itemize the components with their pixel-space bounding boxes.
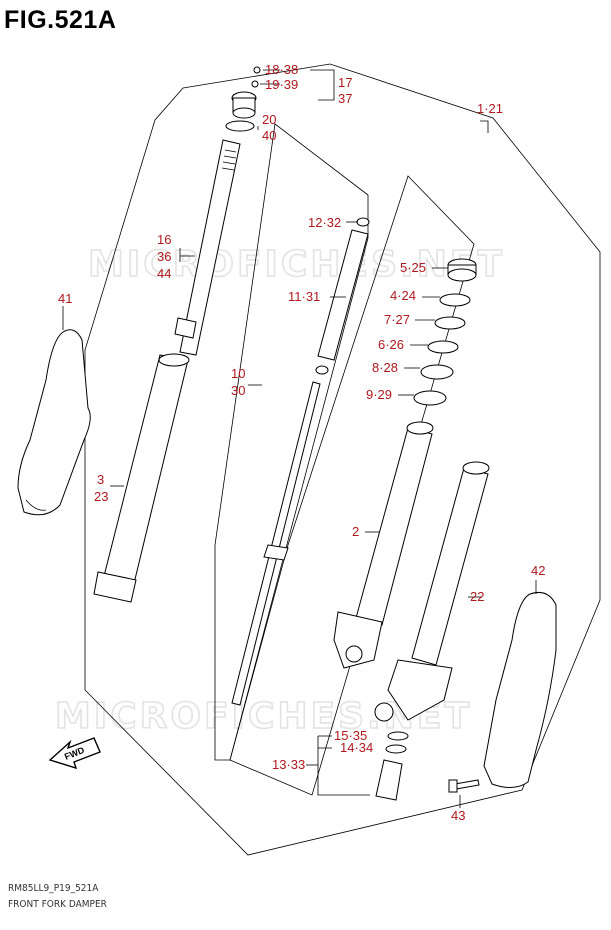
callout-18-38: 18·38 bbox=[265, 62, 298, 77]
outline-fork-assembly bbox=[84, 63, 601, 856]
part-41-fork-guard-left bbox=[17, 329, 91, 516]
fwd-arrow-icon: FWD bbox=[48, 737, 101, 770]
callout-16: 16 bbox=[157, 232, 171, 247]
watermark-top: MICROFICHES.NET bbox=[88, 244, 505, 285]
outline-damper-inner bbox=[214, 123, 369, 761]
callout-11-31: 11·31 bbox=[288, 289, 320, 304]
callout-41: 41 bbox=[58, 291, 72, 306]
callout-17: 17 bbox=[338, 75, 352, 90]
callout-3: 3 bbox=[97, 472, 104, 487]
callout-7-27: 7·27 bbox=[384, 312, 410, 327]
callout-20: 20 bbox=[262, 112, 276, 127]
callout-43: 43 bbox=[451, 808, 465, 823]
callout-9-29: 9·29 bbox=[366, 387, 392, 402]
callout-42: 42 bbox=[531, 563, 545, 578]
part-43-bolt bbox=[448, 779, 480, 793]
callout-36: 36 bbox=[157, 249, 171, 264]
callout-44: 44 bbox=[157, 266, 171, 281]
callout-40: 40 bbox=[262, 128, 276, 143]
part-10-damper-rod-lower bbox=[231, 365, 329, 706]
callout-37: 37 bbox=[338, 91, 352, 106]
part-13-base-valve bbox=[375, 731, 409, 801]
callout-6-26: 6·26 bbox=[378, 337, 404, 352]
callout-14-34: 14·34 bbox=[340, 740, 373, 755]
callout-19-39: 19·39 bbox=[265, 77, 298, 92]
callout-1-21: 1·21 bbox=[477, 101, 503, 116]
callout-23: 23 bbox=[94, 489, 108, 504]
part-3-outer-tube bbox=[93, 353, 190, 603]
part-19-washer bbox=[251, 80, 259, 88]
callout-10: 10 bbox=[231, 366, 245, 381]
footer-caption: FRONT FORK DAMPER bbox=[8, 899, 107, 910]
callout-15-35: 15·35 bbox=[334, 728, 367, 743]
callout-22: 22 bbox=[470, 589, 484, 604]
part-42-fork-guard-right bbox=[483, 591, 557, 788]
callout-5-25: 5·25 bbox=[400, 260, 426, 275]
callout-2: 2 bbox=[352, 524, 359, 539]
part-11-damper-rod-upper bbox=[317, 217, 370, 361]
part-18-bolt bbox=[253, 66, 261, 74]
callout-8-28: 8·28 bbox=[372, 360, 398, 375]
callout-12-32: 12·32 bbox=[308, 215, 341, 230]
callout-4-24: 4·24 bbox=[390, 288, 416, 303]
part-2-inner-tube bbox=[333, 421, 434, 669]
part-16-damper-cartridge bbox=[174, 139, 241, 356]
footer-diagram-code: RM85LL9_P19_521A bbox=[8, 883, 99, 894]
callout-13-33: 13·33 bbox=[272, 757, 305, 772]
callout-30: 30 bbox=[231, 383, 245, 398]
figure-title: FIG.521A bbox=[4, 6, 117, 34]
part-cap-bolt bbox=[225, 91, 257, 132]
leader-lines bbox=[62, 69, 537, 808]
part-seal-stack bbox=[413, 258, 477, 406]
part-22-inner-tube-right bbox=[374, 461, 490, 722]
outline-damper-rod bbox=[229, 175, 475, 796]
